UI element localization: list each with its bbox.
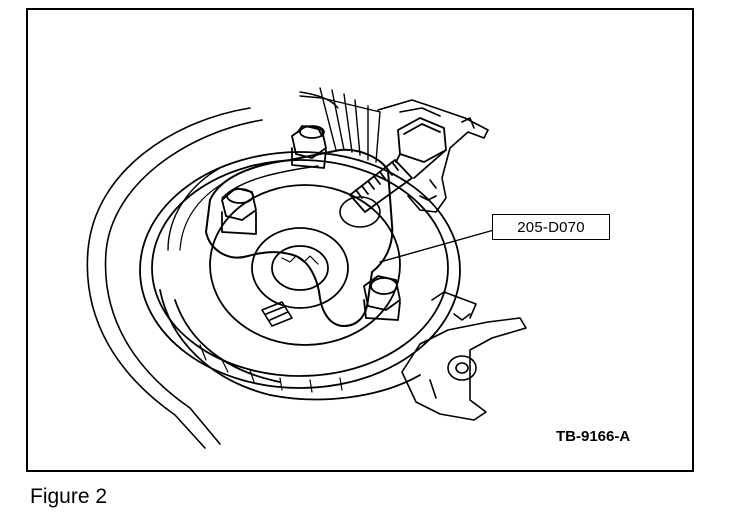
lug-nut-left [221,187,257,235]
tool-callout-label: 205-D070 [492,214,610,240]
forcing-screw [349,117,447,213]
tool-number: 205-D070 [517,218,585,236]
reference-code: TB-9166-A [556,428,631,445]
steering-knuckle [377,99,489,213]
brake-rotor [86,91,339,449]
callout-leader-line [379,229,495,263]
figure-caption: Figure 2 [30,485,108,508]
lug-nut-right [363,275,401,321]
figure-frame [26,8,694,472]
lower-control-arm [401,291,527,421]
lug-nut-top [291,125,327,169]
wheel-stud [261,301,293,327]
hub-flange [209,184,401,346]
backing-plate [139,151,461,401]
dust-shield [299,87,381,163]
